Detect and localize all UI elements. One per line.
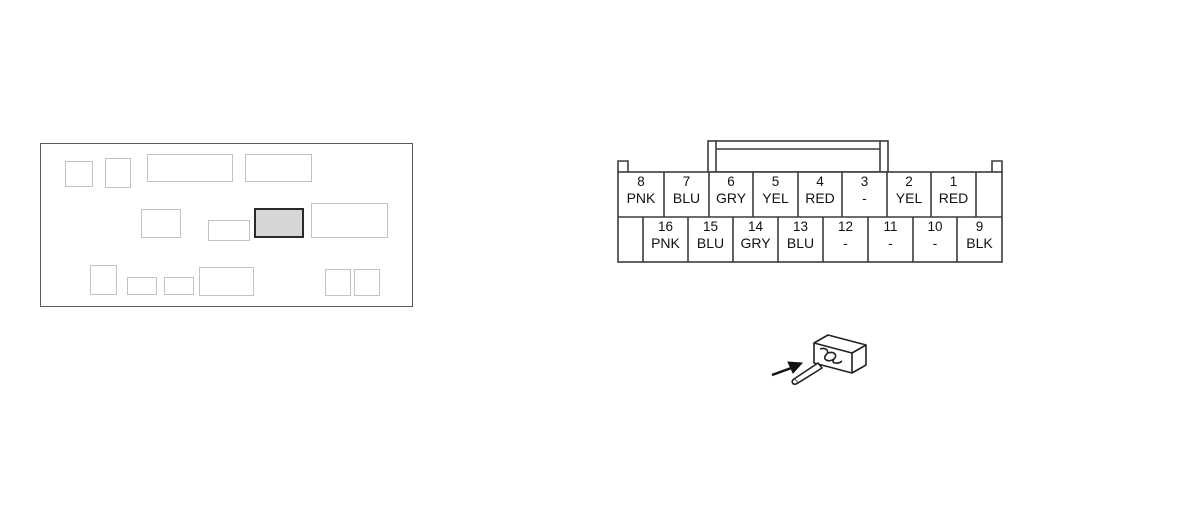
wire-color: RED: [805, 190, 835, 206]
pin-number: 9: [975, 219, 984, 234]
overview-connector-9: [127, 277, 157, 295]
wire-color: YEL: [762, 190, 789, 206]
pin-3: 3 -: [842, 173, 887, 207]
connector-face: 8 PNK 7 BLU 6 GRY 5 YEL 4 RED 3 - 2 YEL …: [616, 139, 1006, 264]
wire-color: BLU: [672, 190, 701, 206]
connector-outline: [617, 140, 1003, 263]
wire-color: BLK: [966, 235, 993, 251]
pin-number: 6: [727, 174, 735, 189]
probe-back-icon: [768, 333, 870, 389]
overview-connector-6: [208, 220, 250, 241]
pin-number: 15: [702, 219, 719, 234]
overview-connector-10: [164, 277, 194, 295]
wire-color: -: [888, 235, 893, 251]
pin-13: 13 BLU: [778, 218, 823, 252]
pin-5: 5 YEL: [753, 173, 798, 207]
wire-color: PNK: [626, 190, 656, 206]
overview-connector-11: [199, 267, 254, 296]
pin-2: 2 YEL: [887, 173, 931, 207]
pin-16: 16 PNK: [643, 218, 688, 252]
pin-7: 7 BLU: [664, 173, 709, 207]
wire-color: -: [843, 235, 848, 251]
pin-4: 4 RED: [798, 173, 842, 207]
pin-number: 3: [860, 174, 869, 189]
pin-number: 10: [927, 219, 943, 234]
pin-number: 13: [792, 219, 809, 234]
pin-number: 12: [837, 219, 854, 234]
pin-number: 11: [883, 219, 898, 234]
wire-color: -: [932, 235, 938, 251]
wire-color: PNK: [651, 235, 680, 251]
wire-color: YEL: [895, 190, 923, 206]
pin-14: 14 GRY: [733, 218, 778, 252]
wire-color: BLU: [696, 235, 725, 251]
pin-number: 2: [905, 174, 913, 189]
wire-color: -: [862, 190, 867, 206]
overview-connector-1: [65, 161, 93, 187]
wire-color: GRY: [740, 235, 771, 251]
overview-connector-5: [141, 209, 181, 238]
pin-number: 4: [816, 174, 824, 189]
pin-number: 16: [657, 219, 674, 234]
pin-number: 8: [637, 174, 645, 189]
overview-connector-2: [105, 158, 131, 188]
pin-number: 14: [747, 219, 764, 234]
pin-8: 8 PNK: [618, 173, 664, 207]
overview-target-connector: [254, 208, 304, 238]
pin-1: 1 RED: [931, 173, 976, 207]
wire-color: BLU: [786, 235, 815, 251]
pin-number: 5: [771, 174, 780, 189]
pin-number: 1: [949, 174, 958, 189]
pin-number: 7: [682, 174, 691, 189]
pin-9: 9 BLK: [957, 218, 1002, 252]
pin-15: 15 BLU: [688, 218, 733, 252]
pin-12: 12 -: [823, 218, 868, 252]
overview-connector-13: [354, 269, 380, 296]
overview-connector-7: [311, 203, 388, 238]
location-overview: [40, 143, 413, 307]
overview-connector-8: [90, 265, 117, 295]
overview-connector-4: [245, 154, 312, 182]
wire-color: RED: [938, 190, 969, 206]
overview-connector-12: [325, 269, 351, 296]
overview-connector-3: [147, 154, 233, 182]
pin-6: 6 GRY: [709, 173, 753, 207]
pin-11: 11 -: [868, 218, 913, 252]
pin-10: 10 -: [913, 218, 957, 252]
wire-color: GRY: [715, 190, 747, 206]
